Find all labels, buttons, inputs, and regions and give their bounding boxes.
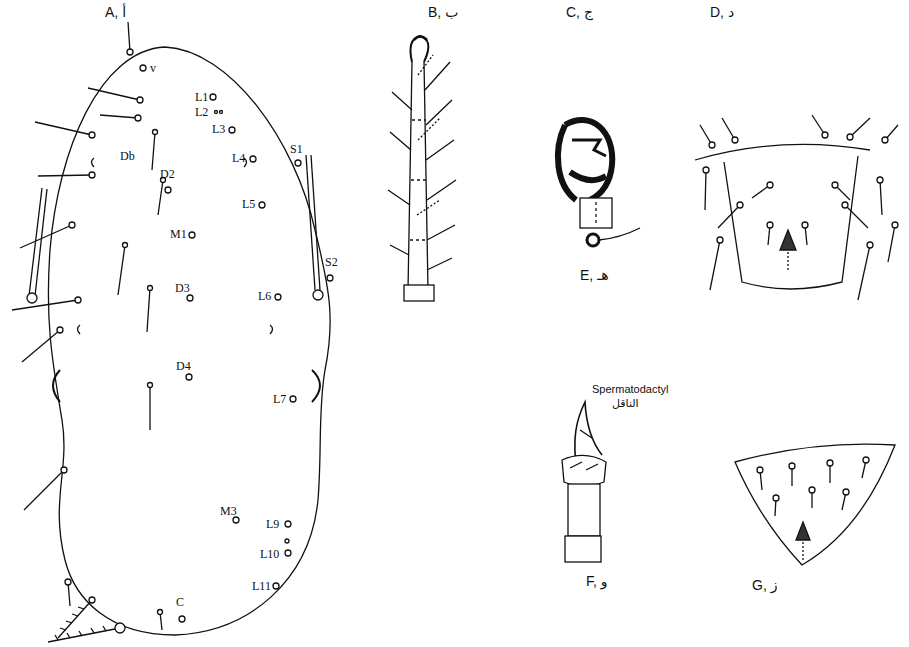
panel-letter: B, ب	[428, 5, 458, 19]
seta-label: L11	[252, 580, 271, 592]
seta-label: v	[150, 62, 156, 74]
tarsus	[388, 36, 456, 301]
panel-letter: F, و	[586, 574, 608, 588]
setae	[12, 22, 323, 642]
panel-letter: D, د	[710, 5, 734, 19]
panel-letter: A, أ	[105, 5, 126, 19]
ventral-region	[695, 115, 898, 300]
seta-label: L2	[195, 106, 208, 118]
seta-label: L1	[195, 91, 208, 103]
seta-label: L4	[232, 152, 245, 164]
seta-label: L6	[258, 290, 271, 302]
seta-label: L5	[242, 198, 255, 210]
seta-detail	[587, 228, 640, 246]
seta-label: D4	[176, 360, 191, 372]
structure-name: الناقل	[612, 398, 639, 409]
seta-label: S1	[290, 143, 303, 155]
seta-label: L7	[273, 393, 286, 405]
seta-label: D2	[160, 168, 175, 180]
ventrianal-shield	[735, 444, 895, 565]
chelicera	[558, 120, 612, 228]
dorsal-shield	[48, 47, 330, 635]
seta-label: Db	[120, 150, 135, 162]
seta-label: L3	[212, 123, 225, 135]
seta-label: L10	[260, 548, 279, 560]
panel-letter: C, ج	[566, 5, 593, 19]
seta-label: D3	[175, 282, 190, 294]
seta-label: M1	[170, 228, 187, 240]
structure-name: Spermatodactyl	[592, 384, 668, 395]
panel-letter: E, هـ	[580, 268, 609, 282]
panel-letter: G, ز	[752, 578, 777, 592]
seta-label: M3	[220, 505, 237, 517]
seta-label: C	[176, 596, 184, 608]
seta-label: L9	[266, 518, 279, 530]
seta-label: S2	[325, 256, 338, 268]
spermatodactyl	[562, 380, 606, 562]
pores	[78, 65, 334, 622]
